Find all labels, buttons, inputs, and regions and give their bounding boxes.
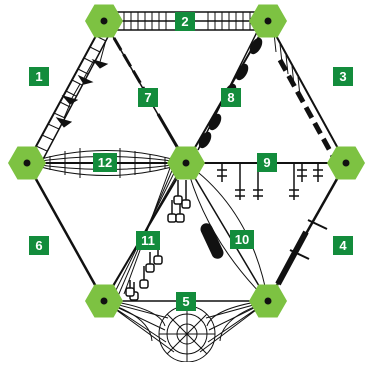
edge-1-hatched [26,20,111,166]
node-top-right [249,4,287,38]
edge-4-insulators [266,162,348,302]
node-center [167,146,205,180]
label-9: 9 [263,155,271,170]
label-backgrounds [29,12,353,311]
label-1: 1 [35,69,43,84]
node-left [8,146,46,180]
spoke-11-pendants [125,180,191,301]
label-12: 12 [97,155,113,170]
label-11: 11 [141,233,155,248]
node-top-left [85,4,123,38]
label-2: 2 [181,14,189,29]
edge-3-dashed [267,20,347,164]
label-3: 3 [339,69,347,84]
label-5: 5 [182,294,190,309]
spoke-10 [185,162,269,302]
edge-1-hangers [55,39,109,128]
node-bottom-right [249,284,287,318]
label-8: 8 [227,90,235,105]
node-bottom-left [85,284,123,318]
spoke-10-capsule [200,223,224,259]
edge-6-plain [25,162,106,302]
label-10: 10 [234,232,250,247]
label-7: 7 [144,90,152,105]
label-4: 4 [339,238,347,253]
node-right [327,146,365,180]
label-6: 6 [35,238,43,253]
